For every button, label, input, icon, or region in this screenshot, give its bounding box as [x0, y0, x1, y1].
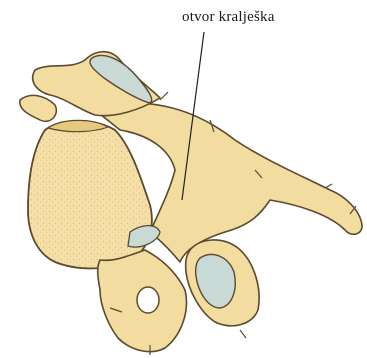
transverse-foramen	[137, 287, 159, 313]
transverse-tip	[20, 95, 57, 121]
foramen-label: otvor kralješka	[182, 9, 275, 26]
body-rim-top	[48, 120, 108, 131]
